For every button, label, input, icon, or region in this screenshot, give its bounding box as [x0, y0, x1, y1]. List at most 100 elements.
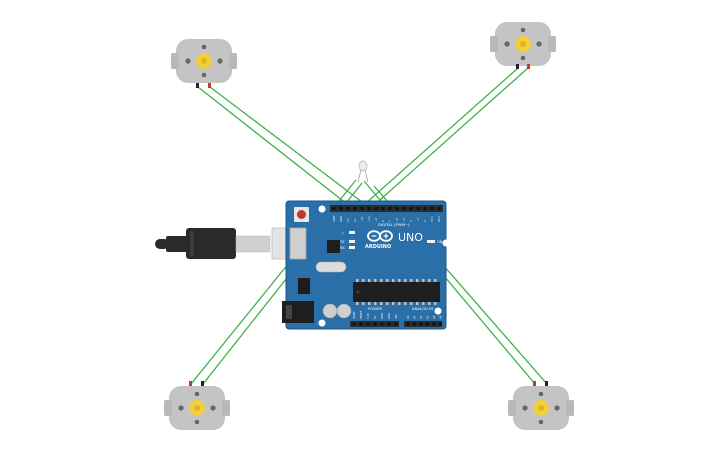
chip-pin: [398, 302, 401, 305]
wire-top-left-b[interactable]: [209, 86, 367, 206]
header-pin-socket[interactable]: [352, 322, 356, 326]
wire-top-left-a[interactable]: [197, 86, 353, 209]
header-pin-socket[interactable]: [359, 322, 363, 326]
header-pin-socket[interactable]: [409, 207, 413, 210]
analog-label: ANALOG IN: [412, 306, 433, 311]
chip-pin: [410, 279, 413, 282]
header-pin-socket[interactable]: [430, 207, 434, 210]
motor-bottom-left[interactable]: [164, 381, 230, 430]
header-pin-socket[interactable]: [360, 207, 364, 210]
header-pin-socket[interactable]: [426, 322, 429, 326]
motor-terminal-negative[interactable]: [201, 381, 204, 386]
motor-terminal-positive[interactable]: [189, 381, 192, 386]
mount-hole: [318, 205, 326, 213]
mount-hole: [442, 239, 450, 247]
header-pin-socket[interactable]: [439, 322, 442, 326]
chip-pin: [434, 302, 437, 305]
motor-top-left[interactable]: [171, 39, 237, 88]
reset-button[interactable]: [294, 207, 309, 222]
mount-hole: [318, 319, 326, 327]
header-pin-socket[interactable]: [373, 322, 377, 326]
capacitor: [336, 303, 352, 319]
header-pin-socket[interactable]: [419, 322, 423, 326]
motor-terminal-positive[interactable]: [208, 83, 211, 88]
header-pin-socket[interactable]: [366, 322, 370, 326]
led-label-l: L: [342, 231, 344, 235]
chip-pin: [374, 302, 377, 305]
pin-label: 12: [353, 218, 357, 222]
power-label: POWER: [368, 306, 382, 311]
header-pin-socket[interactable]: [406, 322, 410, 326]
usb-chip: [327, 240, 340, 253]
pin-label: A3: [426, 315, 430, 319]
pin-label: 2: [423, 220, 427, 222]
chip-pin: [404, 302, 407, 305]
pin-label: VIN: [394, 314, 398, 319]
capacitor: [322, 303, 338, 319]
chip-pin: [416, 279, 419, 282]
motor-top-right[interactable]: [490, 22, 556, 69]
usb-port: [289, 227, 307, 260]
motor-terminal-negative[interactable]: [545, 381, 548, 386]
chip-pin: [386, 279, 389, 282]
header-pin-socket[interactable]: [413, 322, 416, 326]
wire-top-right-a[interactable]: [355, 67, 519, 213]
header-pin-socket[interactable]: [387, 322, 391, 326]
motor-terminal-positive[interactable]: [527, 64, 530, 69]
header-pin-socket[interactable]: [346, 207, 350, 210]
pin-label: ~3: [416, 218, 420, 222]
header-pin-socket[interactable]: [388, 207, 392, 210]
motor-terminal-positive[interactable]: [533, 381, 536, 386]
header-pin-socket[interactable]: [339, 207, 343, 210]
chip-pin: [422, 279, 425, 282]
chip-pin: [374, 279, 377, 282]
header-pin-socket[interactable]: [353, 207, 357, 210]
header-pin-socket[interactable]: [416, 207, 420, 210]
header-pin-socket[interactable]: [402, 207, 406, 210]
usb-cable[interactable]: [155, 227, 307, 260]
led-component[interactable]: [357, 160, 369, 183]
pin-label: GND: [380, 313, 384, 319]
chip-pin: [416, 302, 419, 305]
pin-label: ~11: [360, 216, 364, 222]
header-pin-socket[interactable]: [332, 207, 336, 210]
atmega-chip: [353, 279, 440, 305]
motor-terminal-negative[interactable]: [196, 83, 199, 88]
pin-label: ~6: [395, 218, 399, 222]
header-pin-socket[interactable]: [437, 207, 441, 210]
header-pin-socket[interactable]: [432, 322, 436, 326]
wire-top-right-b[interactable]: [371, 67, 529, 208]
digital-label: DIGITAL (PWM~): [378, 222, 410, 227]
arduino-logo-text: ARDUINO: [365, 244, 391, 250]
led-indicator: [349, 231, 355, 234]
chip-pin: [386, 302, 389, 305]
header-pin-socket[interactable]: [394, 322, 398, 326]
chip-pin: [422, 302, 425, 305]
header-pin-socket[interactable]: [374, 207, 378, 210]
digital-header[interactable]: [330, 205, 443, 212]
wire-group: [190, 67, 548, 385]
pin-label: IOREF: [352, 311, 356, 319]
header-pin-socket[interactable]: [367, 207, 371, 210]
header-pin-socket[interactable]: [423, 207, 427, 210]
chip-pin: [410, 302, 413, 305]
header-pin-socket[interactable]: [381, 207, 385, 210]
pin-label: ~5: [402, 218, 406, 222]
chip-pin: [368, 279, 371, 282]
led-label-on: ON: [437, 240, 443, 244]
board-model-label: UNO: [398, 231, 423, 244]
power-jack-socket: [286, 305, 292, 319]
analog-header[interactable]: [404, 321, 442, 327]
chip-pin: [380, 279, 383, 282]
chip-pin: [392, 279, 395, 282]
header-pin-socket[interactable]: [380, 322, 384, 326]
motor-bottom-right[interactable]: [508, 381, 574, 430]
chip-pin: [362, 302, 365, 305]
header-pin-socket[interactable]: [395, 207, 399, 210]
pin-label: ~10: [367, 216, 371, 222]
motor-terminal-negative[interactable]: [516, 64, 519, 69]
chip-pin: [362, 279, 365, 282]
